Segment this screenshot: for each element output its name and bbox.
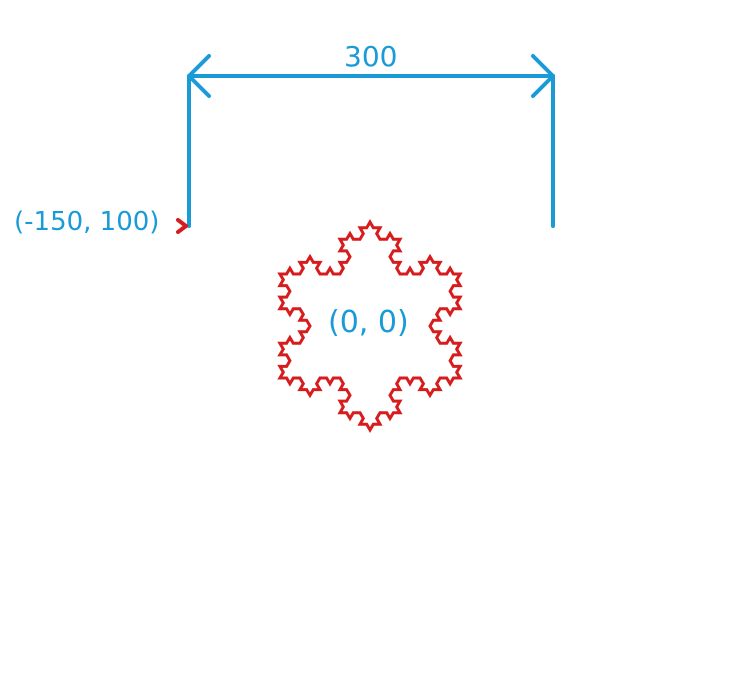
origin-coordinate-label: (0, 0) (328, 305, 409, 340)
corner-coordinate-label: (-150, 100) (14, 207, 160, 237)
width-dimension-label: 300 (344, 40, 398, 73)
width-dimension (176, 54, 555, 234)
corner-pointer-arrow (176, 218, 188, 234)
koch-snowflake (277, 218, 463, 434)
